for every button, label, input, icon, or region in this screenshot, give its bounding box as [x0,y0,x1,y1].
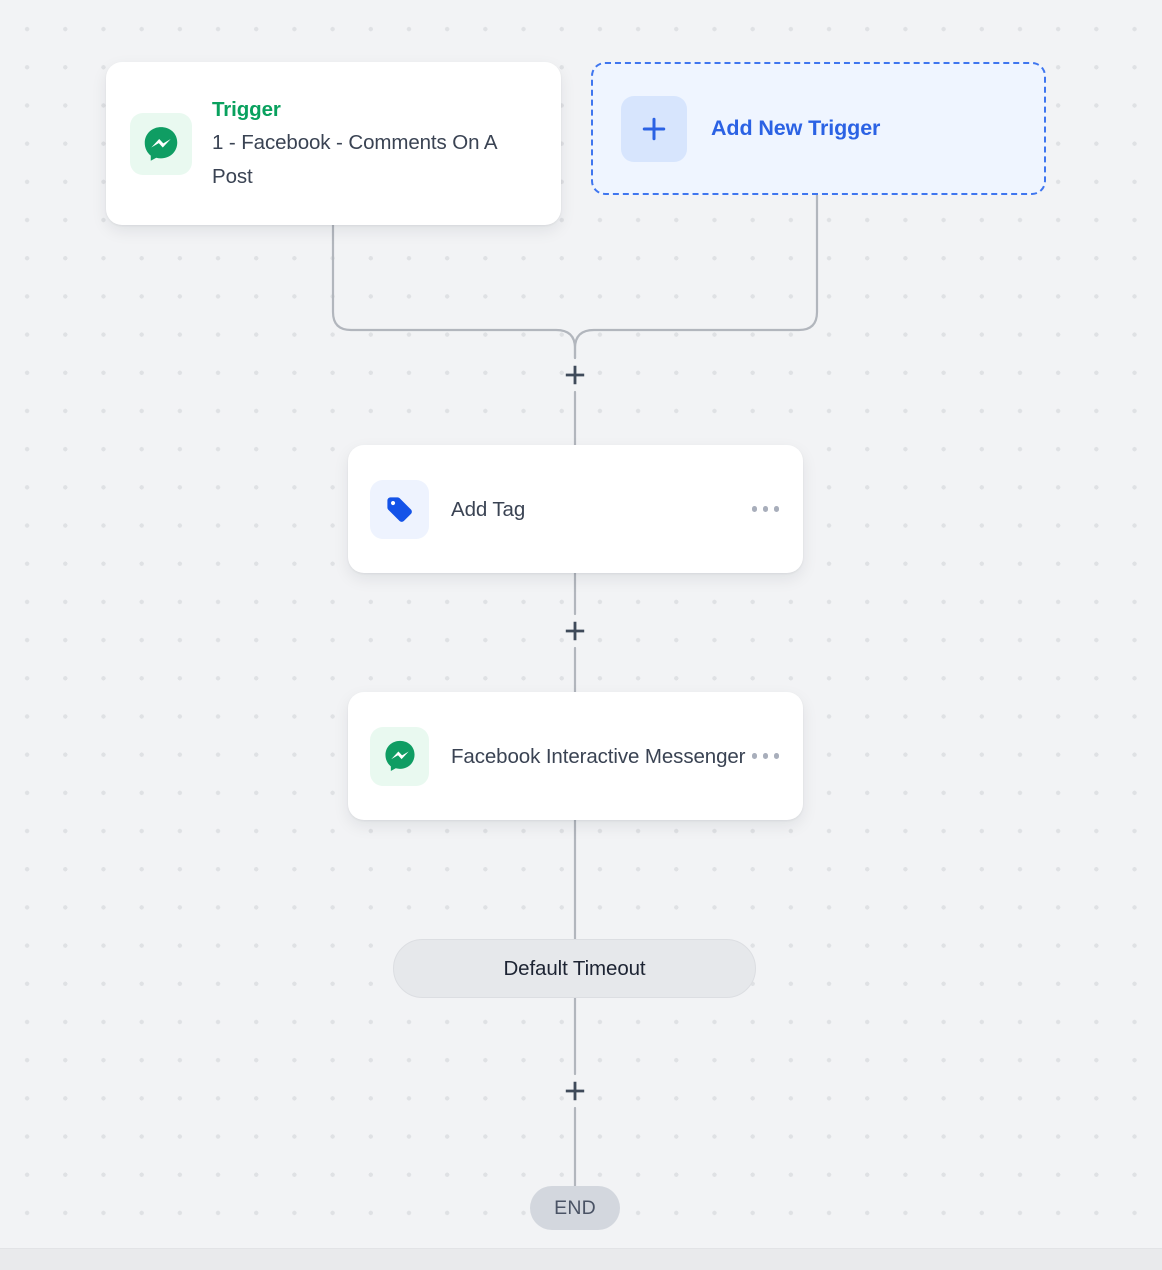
add-step-button-after-add-tag[interactable] [558,614,592,648]
default-timeout-pill[interactable]: Default Timeout [393,939,756,998]
step-card-add-tag[interactable]: Add Tag [348,445,803,573]
trigger-title: 1 - Facebook - Comments On A Post [212,131,497,188]
add-step-button-before-end[interactable] [558,1074,592,1108]
connector-addtrigger-to-merge [573,193,819,360]
horizontal-scrollbar[interactable] [0,1248,1162,1270]
messenger-icon [370,726,429,786]
tag-icon [370,479,429,539]
end-node-label: END [554,1196,596,1219]
default-timeout-label: Default Timeout [503,956,646,980]
trigger-card-text: Trigger 1 - Facebook - Comments On A Pos… [212,93,541,194]
connector-trigger-to-merge [331,223,577,360]
end-node: END [530,1186,620,1230]
trigger-kicker: Trigger [212,98,281,121]
ellipsis-icon[interactable] [750,496,782,522]
plus-icon [621,95,687,162]
add-step-button-merge[interactable] [558,358,592,392]
add-new-trigger-button[interactable]: Add New Trigger [591,62,1046,195]
step-label-facebook-interactive-messenger: Facebook Interactive Messenger [451,744,746,768]
step-label-add-tag: Add Tag [451,497,526,521]
step-card-facebook-interactive-messenger[interactable]: Facebook Interactive Messenger [348,692,803,820]
messenger-icon [130,112,192,175]
add-new-trigger-label: Add New Trigger [711,116,881,140]
trigger-card[interactable]: Trigger 1 - Facebook - Comments On A Pos… [106,62,561,225]
ellipsis-icon[interactable] [750,743,782,769]
